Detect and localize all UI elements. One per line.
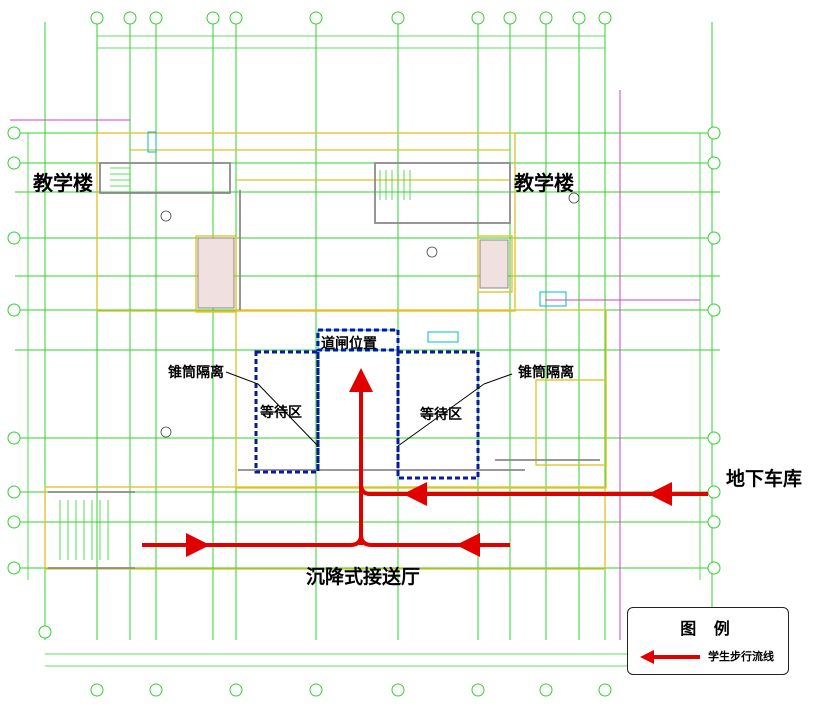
stairs [59, 167, 411, 560]
walls [48, 162, 600, 569]
axis-bubbles-bottom [38, 625, 719, 697]
label-teaching-building-right: 教学楼 [514, 171, 574, 195]
label-gate-position: 道闸位置 [321, 336, 377, 352]
annotation-callouts [160, 192, 580, 438]
legend-student-walking-flow: 学生步行流线 [708, 650, 774, 663]
label-cone-isolation-right: 锥筒隔离 [518, 365, 574, 381]
leader-lines [225, 371, 513, 447]
magenta-lines [10, 90, 700, 640]
gate-box [316, 328, 400, 352]
flow-bottom-right [359, 534, 510, 547]
waiting-areas [254, 328, 480, 480]
hatched-rooms [197, 237, 509, 309]
legend: 图 例 学生步行流线 [627, 607, 789, 675]
red-arrow-icon [640, 650, 700, 664]
flow-garage-path [359, 483, 708, 496]
label-cone-isolation-left: 锥筒隔离 [168, 365, 224, 381]
axis-bubbles-top [90, 11, 612, 25]
label-underground-garage: 地下车库 [726, 468, 803, 490]
label-teaching-building-left: 教学楼 [33, 171, 93, 195]
label-waiting-area-right: 等待区 [420, 407, 462, 423]
label-waiting-area-left: 等待区 [260, 405, 302, 421]
dimension-lines [27, 35, 712, 667]
flow-arrows [142, 368, 708, 557]
axis-bubbles-side [7, 126, 721, 575]
label-sunken-pickup-hall: 沉降式接送厅 [306, 566, 421, 588]
legend-title: 图 例 [680, 619, 736, 638]
